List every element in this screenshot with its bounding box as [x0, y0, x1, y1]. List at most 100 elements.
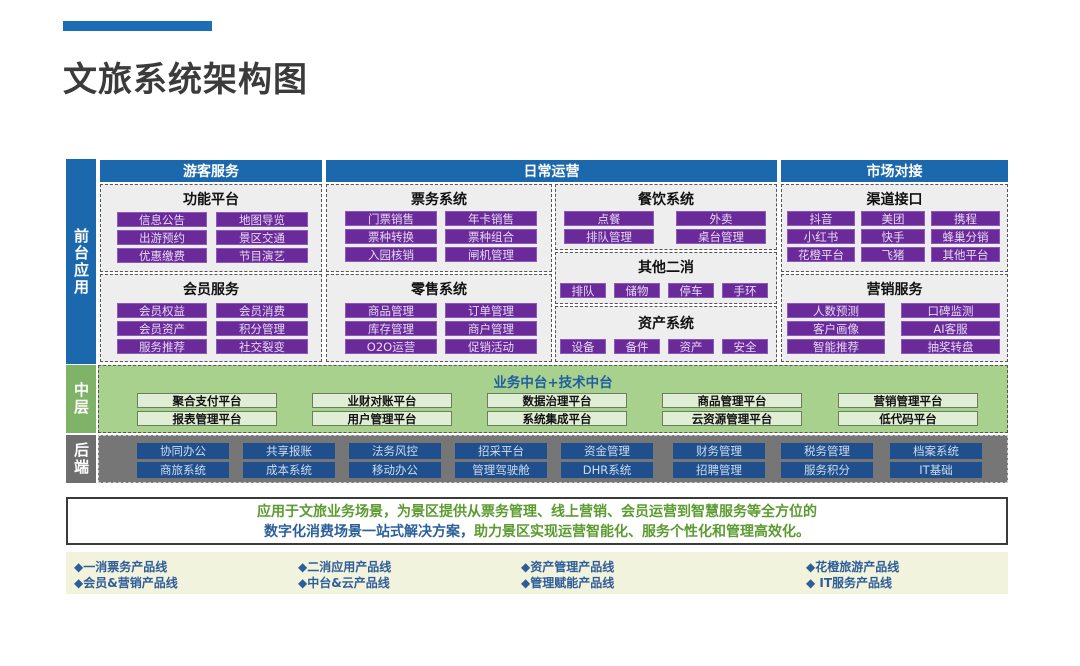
retail-system-box: 零售系统 商品管理 订单管理 库存管理 商户管理 O2O运营 促销活动	[326, 274, 552, 362]
tag-item: 景区交通	[216, 230, 308, 245]
backend-item: DHR系统	[561, 462, 653, 478]
backend-item: 商旅系统	[137, 462, 229, 478]
middle-platform-area: 业务中台+技术中台 聚合支付平台 业财对账平台 数据治理平台 商品管理平台 营销…	[98, 365, 1008, 433]
backend-item: 税务管理	[781, 443, 873, 459]
tag-item: 库存管理	[345, 321, 437, 336]
catering-system-box: 餐饮系统 点餐 外卖 排队管理 桌台管理	[555, 184, 777, 250]
tag-item: 会员消费	[216, 303, 308, 318]
product-line-item: ◆二消应用产品线	[298, 560, 392, 574]
platform-item: 营销管理平台	[838, 393, 978, 408]
box-title: 票务系统	[411, 192, 467, 208]
product-line-item: ◆一消票务产品线	[74, 560, 168, 574]
function-platform-box: 功能平台 信息公告 地图导览 出游预约 景区交通 优惠缴费 节目演艺	[100, 184, 322, 272]
product-line-item: ◆ IT服务产品线	[806, 576, 893, 590]
middle-layer: 中层 业务中台+技术中台 聚合支付平台 业财对账平台 数据治理平台 商品管理平台…	[66, 365, 1008, 433]
product-line-item: ◆管理赋能产品线	[521, 576, 615, 590]
product-line-item: ◆资产管理产品线	[521, 560, 615, 574]
tag-item: 资产	[668, 339, 714, 354]
platform-item: 云资源管理平台	[662, 411, 802, 426]
backend-item: 招采平台	[455, 443, 547, 459]
tag-item: 人数预测	[787, 303, 885, 318]
box-title: 餐饮系统	[638, 192, 694, 208]
tag-item: 排队	[560, 283, 606, 298]
tag-item: AI客服	[901, 321, 1000, 336]
summary-line-2-rest: 助力景区实现运营智能化、服务个性化和管理高效化。	[474, 524, 810, 540]
tag-item: 地图导览	[216, 212, 308, 227]
box-title: 功能平台	[183, 192, 239, 208]
box-title: 其他二消	[638, 260, 694, 276]
tag-item: 入园核销	[345, 247, 437, 262]
tag-item: 客户画像	[787, 321, 885, 336]
tag-item: 桌台管理	[676, 229, 766, 244]
tag-item: 门票销售	[345, 211, 437, 226]
tag-item: 快手	[861, 229, 925, 244]
tag-item: 抖音	[787, 211, 855, 226]
tag-item: 储物	[614, 283, 660, 298]
tag-item: 外卖	[676, 211, 766, 226]
marketing-service-box: 营销服务 人数预测 口碑监测 客户画像 AI客服 智能推荐 抽奖转盘	[781, 274, 1008, 362]
channel-interface-box: 渠道接口 抖音 美团 携程 小红书 快手 蜂巢分销 花橙平台 飞猪 其他平台	[781, 184, 1008, 272]
section-daily-operations: 日常运营	[326, 160, 777, 182]
tag-item: 订单管理	[445, 303, 537, 318]
tag-item: 票种转换	[345, 229, 437, 244]
backend-item: 共享报账	[243, 443, 335, 459]
ticketing-system-box: 票务系统 门票销售 年卡销售 票种转换 票种组合 入园核销 闸机管理	[326, 184, 552, 272]
backend-item: 服务积分	[781, 462, 873, 478]
backend-item: 资金管理	[561, 443, 653, 459]
backend-area: 协同办公 共享报账 法务风控 招采平台 资金管理 财务管理 税务管理 档案系统 …	[98, 435, 1008, 483]
page-title: 文旅系统架构图	[63, 60, 308, 100]
tag-item: 口碑监测	[901, 303, 1000, 318]
tag-item: 停车	[668, 283, 714, 298]
summary-line-2: 数字化消费场景一站式解决方案，助力景区实现运营智能化、服务个性化和管理高效化。	[68, 522, 1006, 542]
backend-item: 成本系统	[243, 462, 335, 478]
box-title: 渠道接口	[866, 192, 923, 208]
tag-item: 服务推荐	[117, 339, 207, 354]
platform-item: 业财对账平台	[312, 393, 452, 408]
middle-platform-title: 业务中台+技术中台	[493, 375, 613, 391]
tag-item: 抽奖转盘	[901, 339, 1000, 354]
layer-label-back: 后端	[66, 435, 96, 483]
platform-item: 聚合支付平台	[137, 393, 277, 408]
member-service-box: 会员服务 会员权益 会员消费 会员资产 积分管理 服务推荐 社交裂变	[100, 274, 322, 362]
platform-item: 系统集成平台	[487, 411, 627, 426]
tag-item: 蜂巢分销	[931, 229, 1000, 244]
front-layer: 前台应用 游客服务 日常运营 市场对接 功能平台 信息公告 地图导览 出游预约 …	[66, 159, 1008, 364]
tag-item: 出游预约	[117, 230, 207, 245]
tag-item: 社交裂变	[216, 339, 308, 354]
tag-item: 携程	[931, 211, 1000, 226]
backend-item: 管理驾驶舱	[455, 462, 547, 478]
box-title: 营销服务	[866, 282, 923, 298]
platform-item: 商品管理平台	[662, 393, 802, 408]
tag-item: 商户管理	[445, 321, 537, 336]
asset-system-box: 资产系统 设备 备件 资产 安全	[555, 306, 777, 362]
product-line-item: ◆花橙旅游产品线	[806, 560, 900, 574]
summary-line-2-highlight: 数字化消费场景一站式解决方案，	[264, 524, 474, 540]
tag-item: 信息公告	[117, 212, 207, 227]
back-layer: 后端 协同办公 共享报账 法务风控 招采平台 资金管理 财务管理 税务管理 档案…	[66, 435, 1008, 483]
section-visitor-service: 游客服务	[100, 160, 322, 182]
tag-item: 智能推荐	[787, 339, 885, 354]
product-lines-panel: ◆一消票务产品线 ◆二消应用产品线 ◆资产管理产品线 ◆花橙旅游产品线 ◆会员&…	[66, 552, 1008, 594]
layer-label-middle: 中层	[66, 365, 96, 433]
tag-item: 安全	[722, 339, 768, 354]
tag-item: 其他平台	[931, 247, 1000, 262]
backend-item: 移动办公	[349, 462, 441, 478]
platform-item: 用户管理平台	[312, 411, 452, 426]
tag-item: 会员权益	[117, 303, 207, 318]
platform-item: 数据治理平台	[487, 393, 627, 408]
tag-item: 优惠缴费	[117, 248, 207, 263]
backend-item: 财务管理	[673, 443, 765, 459]
tag-item: O2O运营	[345, 339, 437, 354]
title-accent-bar	[63, 21, 212, 31]
backend-item: 法务风控	[349, 443, 441, 459]
tag-item: 节目演艺	[216, 248, 308, 263]
tag-item: 飞猪	[861, 247, 925, 262]
product-line-item: ◆会员&营销产品线	[74, 576, 178, 590]
summary-box: 应用于文旅业务场景，为景区提供从票务管理、线上营销、会员运营到智慧服务等全方位的…	[66, 497, 1008, 545]
tag-item: 会员资产	[117, 321, 207, 336]
tag-item: 手环	[722, 283, 768, 298]
box-title: 资产系统	[638, 316, 694, 332]
backend-item: 招聘管理	[673, 462, 765, 478]
backend-item: 协同办公	[137, 443, 229, 459]
tag-item: 小红书	[787, 229, 855, 244]
